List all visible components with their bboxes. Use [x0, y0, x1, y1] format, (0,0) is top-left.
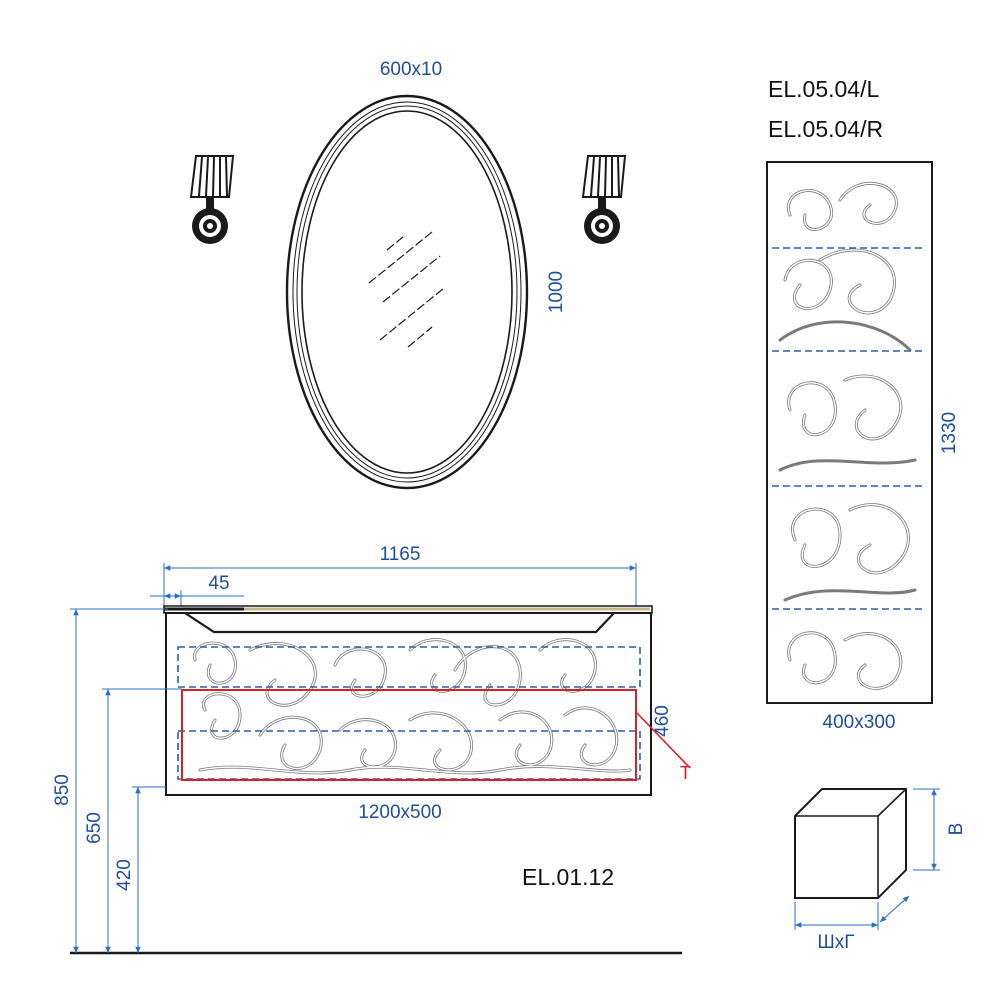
mirror-height-label: 1000: [546, 271, 567, 313]
dimension-legend-cube-icon: [794, 788, 940, 930]
cabinet-code-left: EL.05.04/L: [768, 76, 879, 102]
height-420-label: 420: [114, 859, 135, 891]
vanity-ornament: [193, 638, 632, 775]
vanity-top-width-label: 1165: [380, 544, 421, 565]
vanity-dimension-lines: [150, 563, 637, 612]
basin-profile: [184, 612, 615, 634]
vanity-body: [165, 612, 652, 796]
upper-drawer-outline: [177, 646, 641, 688]
highlighted-drawer: [181, 689, 637, 781]
drawer-marker-label: T: [680, 763, 691, 783]
drawer-marker-line: [635, 711, 691, 769]
cabinet-ornament: [778, 181, 917, 690]
vanity-offset-label: 45: [208, 573, 229, 594]
height-650-label: 650: [84, 812, 105, 844]
cabinet-footprint-label: 400x300: [823, 712, 896, 733]
cabinet-code-right: EL.05.04/R: [768, 116, 883, 142]
wall-lamp-left-icon: [189, 155, 235, 244]
height-dimension-lines: [70, 608, 182, 953]
mirror-size-label: 600x10: [380, 59, 442, 80]
cabinet-shelves: [772, 247, 922, 610]
oval-mirror: [285, 94, 529, 490]
wall-lamp-right-icon: [581, 155, 627, 244]
drawer-height-label: 460: [652, 705, 673, 737]
height-850-label: 850: [52, 774, 73, 806]
legend-size-label: ШхГ: [817, 932, 854, 953]
vanity-code: EL.01.12: [522, 864, 614, 890]
tall-cabinet: [766, 161, 933, 704]
vanity-width-depth-label: 1200x500: [358, 802, 441, 823]
legend-height-label: B: [946, 823, 967, 836]
mirror-glare-lines: [368, 231, 445, 348]
vanity-unit: [163, 605, 691, 796]
cabinet-height-label: 1330: [939, 412, 960, 454]
